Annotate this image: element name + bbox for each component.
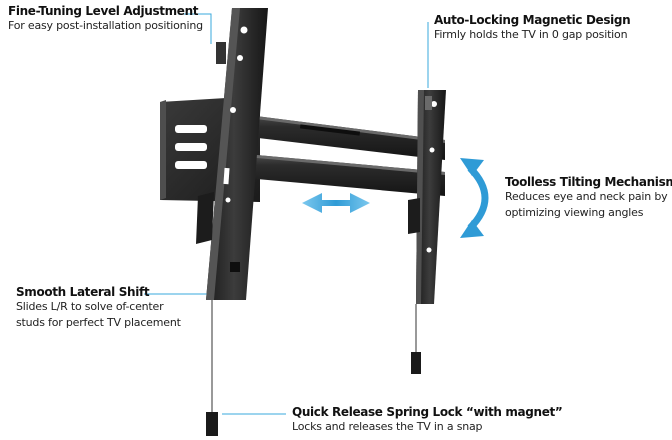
callout-lateral-shift: Smooth Lateral Shift Slides L/R to solve…	[16, 285, 181, 331]
callout-fine-tuning: Fine-Tuning Level Adjustment For easy po…	[8, 4, 203, 34]
callout-desc-line-1: Slides L/R to solve of-center	[16, 300, 164, 313]
callout-tilting: Toolless Tilting Mechanism Reduces eye a…	[505, 175, 672, 221]
release-cords	[206, 300, 421, 436]
callout-desc-line-1: Reduces eye and neck pain by	[505, 190, 668, 203]
right-release-tab	[411, 352, 421, 374]
callout-auto-locking: Auto-Locking Magnetic Design Firmly hold…	[434, 13, 631, 43]
left-release-tab	[206, 412, 218, 436]
leader-fine-tuning	[178, 13, 212, 44]
callout-leader-lines	[144, 13, 429, 415]
left-vertical-arm	[196, 8, 268, 300]
callout-quick-release: Quick Release Spring Lock “with magnet” …	[292, 405, 563, 435]
callout-title: Auto-Locking Magnetic Design	[434, 13, 631, 27]
callout-desc: Locks and releases the TV in a snap	[292, 420, 483, 433]
callout-title: Fine-Tuning Level Adjustment	[8, 4, 199, 18]
double-arrow-horizontal-icon	[302, 193, 370, 213]
right-vertical-arm	[408, 90, 446, 304]
callout-desc-line-2: optimizing viewing angles	[505, 206, 644, 219]
callout-title: Toolless Tilting Mechanism	[505, 175, 672, 189]
callout-desc: Firmly holds the TV in 0 gap position	[434, 28, 628, 41]
callout-desc: For easy post-installation positioning	[8, 19, 203, 32]
callout-title: Quick Release Spring Lock “with magnet”	[292, 405, 563, 419]
curved-double-arrow-icon	[460, 158, 489, 238]
callout-title: Smooth Lateral Shift	[16, 285, 150, 299]
horizontal-rails	[224, 112, 445, 196]
callout-desc-line-2: studs for perfect TV placement	[16, 316, 181, 329]
